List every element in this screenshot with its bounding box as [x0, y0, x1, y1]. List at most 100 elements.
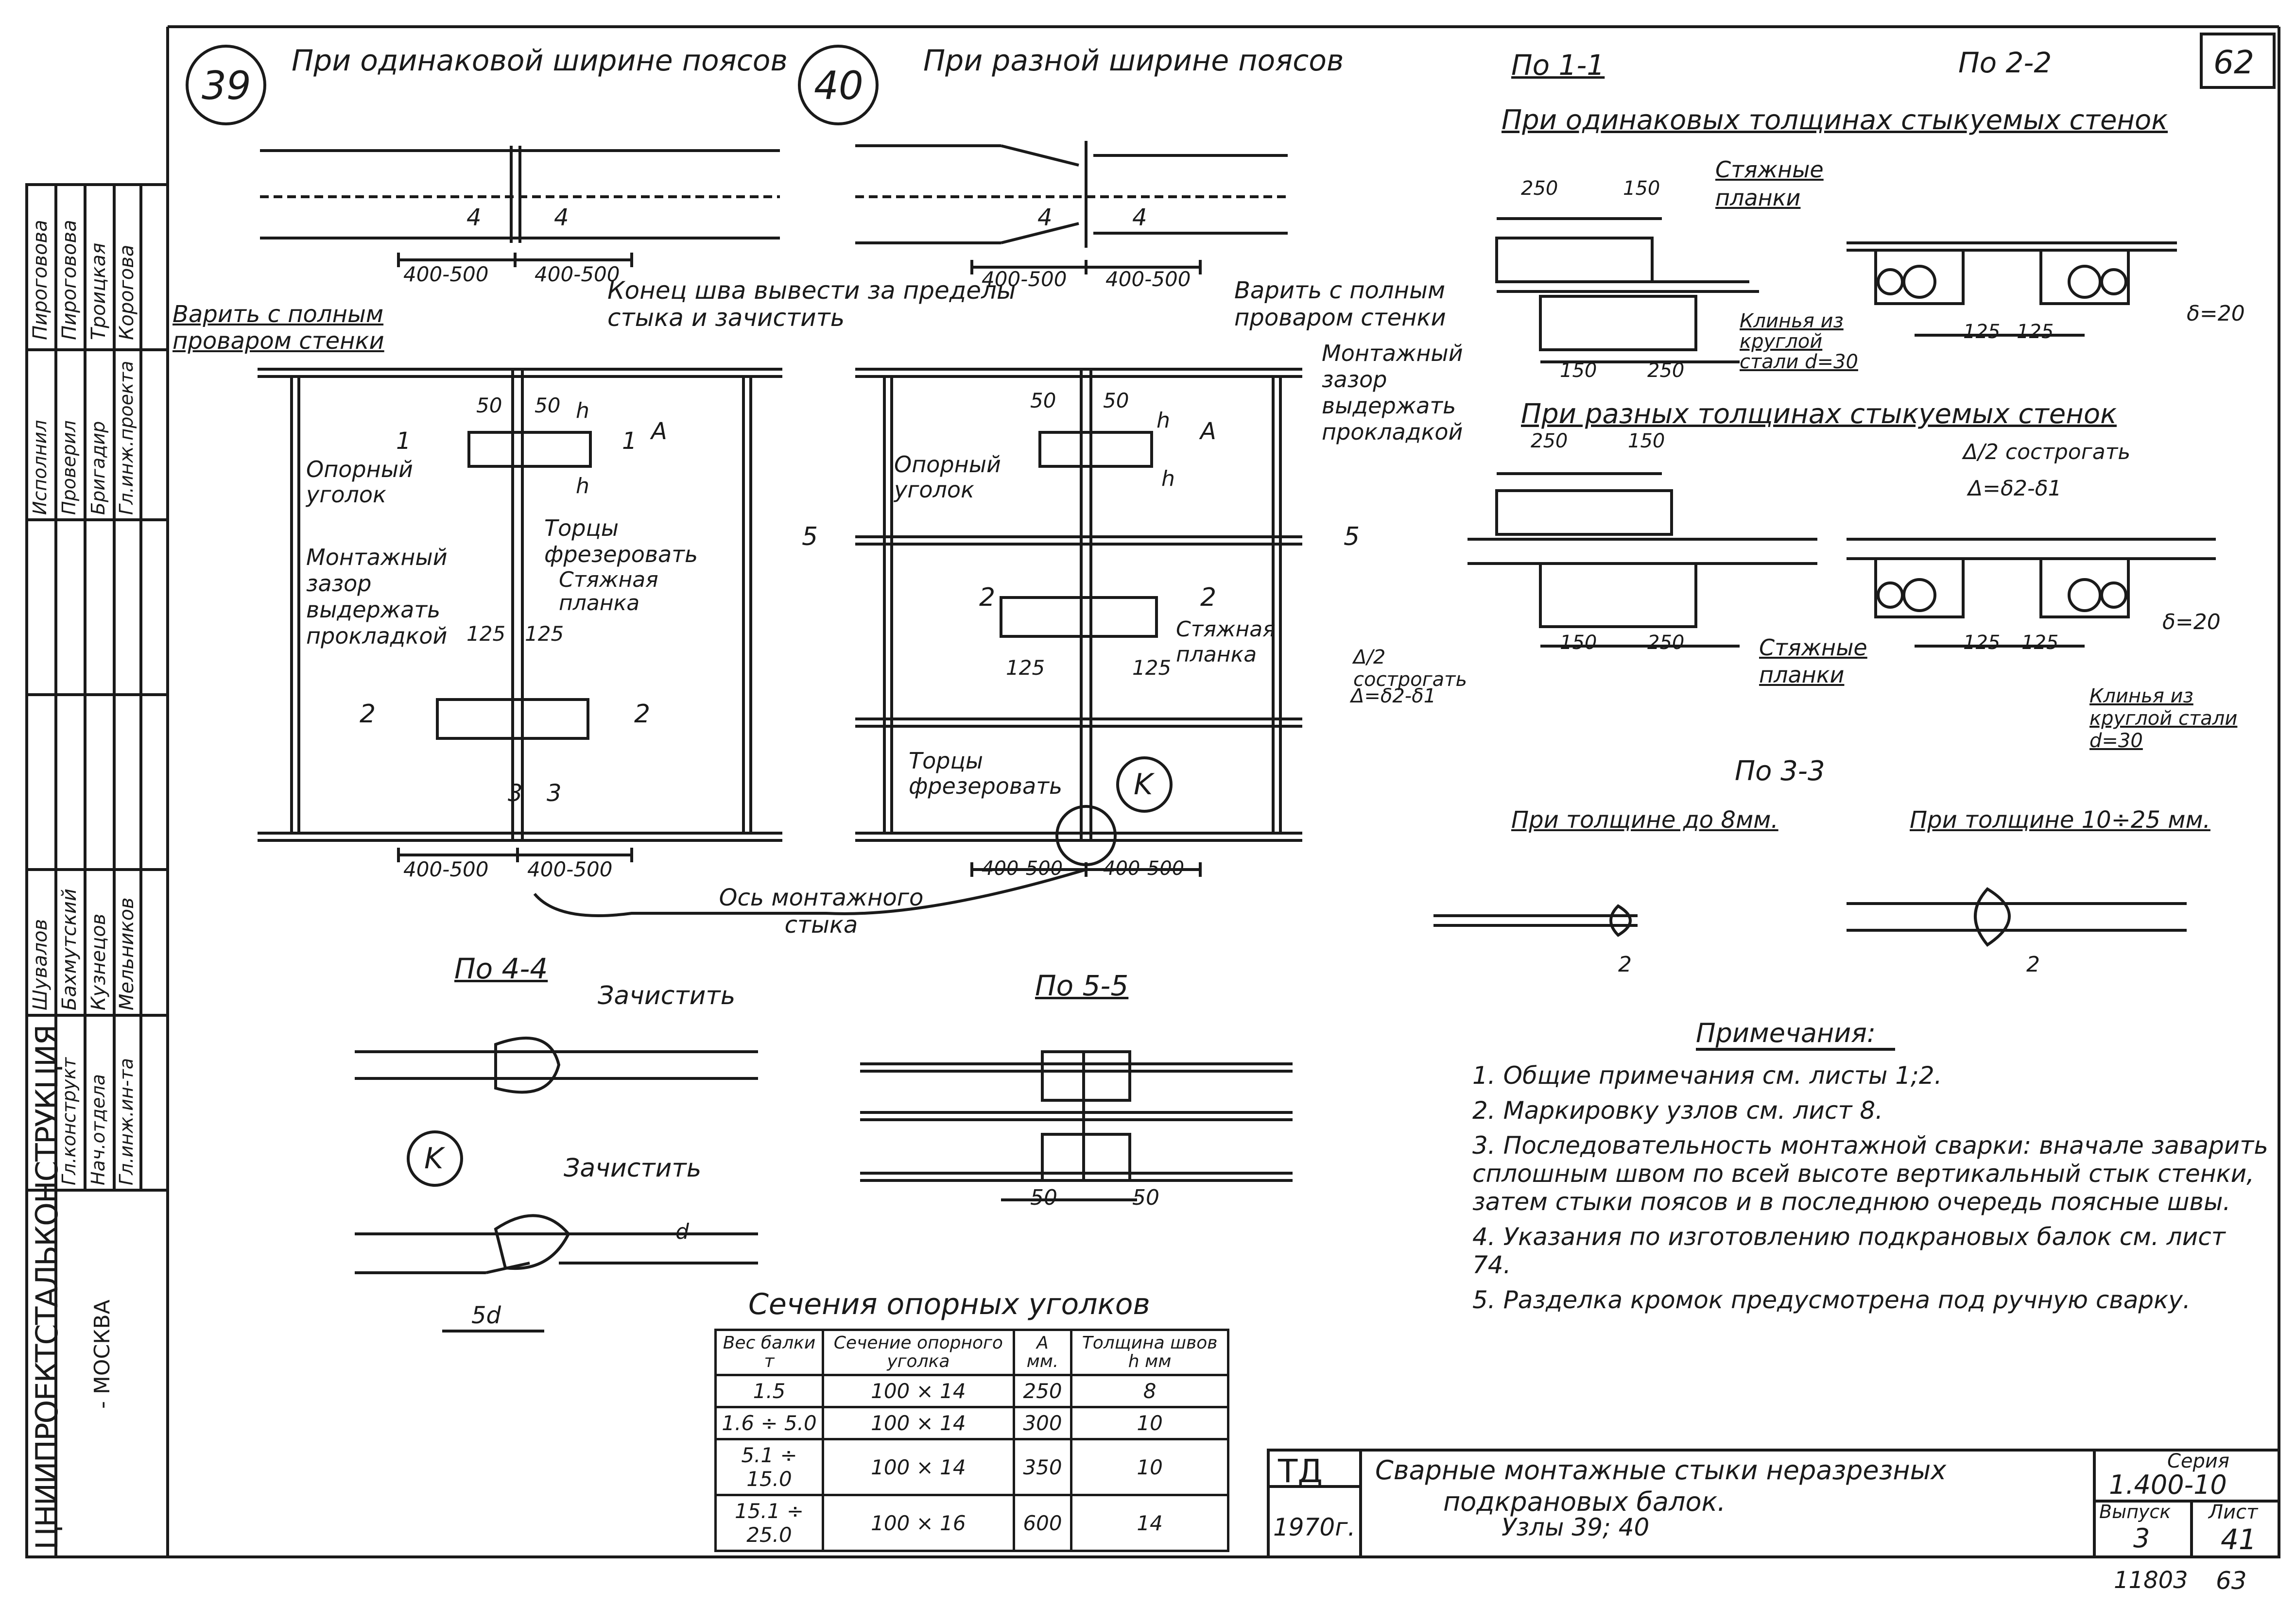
- stamp-org: ТД: [1278, 1452, 1323, 1490]
- stamp-bottom-right: 63: [2216, 1567, 2247, 1595]
- table-header: Вес балки т: [714, 1329, 824, 1376]
- sec-mark-5b: 5: [1344, 522, 1360, 551]
- note-item: 1. Общие примечания см. листы 1;2.: [1472, 1061, 1942, 1090]
- eq-dim-250b: 250: [1647, 359, 1685, 382]
- dim-125-d: 125: [1132, 656, 1172, 680]
- side-role: Гл.конструкт: [58, 1057, 80, 1185]
- sheet-number: 62: [2213, 44, 2254, 81]
- eq-dim-250a: 250: [1521, 177, 1558, 200]
- side-role: Бригадир: [87, 421, 109, 515]
- diff-dim-250a: 250: [1531, 430, 1568, 452]
- dim-400-500-f: 400-500: [1105, 267, 1191, 291]
- stamp-title-2: подкрановых балок.: [1443, 1486, 1726, 1517]
- dim-400-500-h: 400-500: [1103, 857, 1185, 880]
- label-tie-plate-right: Стяжная планка: [1176, 617, 1276, 667]
- eq-dim-150a: 150: [1623, 177, 1660, 200]
- side-name: Шувалов: [29, 919, 52, 1010]
- table-cell: 300: [1012, 1406, 1073, 1440]
- node40-title: При разной ширине поясов: [923, 44, 1344, 78]
- side-name: Кузнецов: [87, 913, 110, 1010]
- sec-mark-2c: 2: [979, 583, 996, 612]
- label-h-d: h: [1161, 466, 1175, 491]
- sec-mark-1a: 1: [396, 427, 411, 455]
- sec-mark-4a: 4: [466, 204, 482, 231]
- label-weld-full-right: Варить с полным проваром стенки: [1234, 277, 1446, 331]
- side-name: Пироговова: [58, 220, 81, 340]
- table-title: Сечения опорных уголков: [748, 1287, 1150, 1321]
- side-name: Корогова: [116, 244, 138, 340]
- section33-upto8: При толщине до 8мм.: [1511, 806, 1778, 834]
- label-weld-full-left: Варить с полным проваром стенки: [173, 301, 384, 355]
- table-cell: 100 × 14: [821, 1406, 1015, 1440]
- node39-title: При одинаковой ширине поясов: [292, 44, 788, 78]
- sec-mark-4d: 4: [1132, 204, 1147, 231]
- section44-title: По 4-4: [454, 952, 548, 985]
- section44-five-d: 5d: [471, 1302, 501, 1329]
- table-cell: 1.5: [714, 1374, 824, 1408]
- note-item: 5. Разделка кромок предусмотрена под руч…: [1472, 1286, 2191, 1314]
- sec-mark-5a: 5: [802, 522, 818, 551]
- diff-left-plane: Δ/2 сострогать: [1353, 646, 1467, 691]
- sec-mark-2d: 2: [1200, 583, 1217, 612]
- label-h-b: h: [576, 474, 589, 498]
- side-role: Нач.отдела: [87, 1074, 109, 1185]
- table-row: 1.6 ÷ 5.0 100 × 14 300 10: [714, 1406, 1229, 1440]
- diff-wedges: Клинья из круглой стали d=30: [2089, 685, 2238, 752]
- table-cell: 15.1 ÷ 25.0: [714, 1494, 824, 1552]
- diff-dim-125b: 125: [2021, 632, 2059, 654]
- side-name: Бахмутский: [58, 888, 81, 1010]
- table-cell: 8: [1070, 1374, 1229, 1408]
- label-axis-joint: Ось монтажного стыка: [719, 884, 924, 939]
- label-support-angle-right: Опорный уголок: [894, 451, 1001, 503]
- sec-mark-1b: 1: [622, 427, 637, 455]
- label-h-c: h: [1157, 408, 1170, 433]
- table-cell: 10: [1070, 1406, 1229, 1440]
- table-cell: 10: [1070, 1438, 1229, 1496]
- diff-dim-150a: 150: [1628, 430, 1665, 452]
- dim-50-b: 50: [535, 393, 561, 417]
- side-role: Проверил: [58, 420, 80, 515]
- notes-list: 1. Общие примечания см. листы 1;2. 2. Ма…: [1472, 1061, 2269, 1321]
- diff-dim-150b: 150: [1560, 632, 1597, 654]
- sec-mark-4b: 4: [554, 204, 569, 231]
- table-cell: 250: [1012, 1374, 1073, 1408]
- side-name: Пироговова: [29, 220, 52, 340]
- label-gap-left: Монтажный зазор выдержать прокладкой: [306, 544, 448, 649]
- table-row: 5.1 ÷ 15.0 100 × 14 350 10: [714, 1438, 1229, 1496]
- section33-two-a: 2: [1618, 952, 1632, 977]
- stamp-sheet: 41: [2221, 1523, 2257, 1556]
- stamp-issue: 3: [2133, 1523, 2150, 1554]
- side-role: Гл.инж.проекта: [116, 360, 137, 515]
- table-header: Сечение опорного уголка: [821, 1329, 1015, 1376]
- sec-mark-3a: 3: [508, 780, 523, 807]
- stamp-issue-label: Выпуск: [2099, 1501, 2171, 1522]
- label-gap-right: Монтажный зазор выдержать прокладкой: [1322, 340, 1463, 445]
- dim-400-500-c: 400-500: [403, 857, 489, 881]
- side-name: Троицкая: [87, 242, 110, 340]
- table-cell: 100 × 14: [821, 1374, 1015, 1408]
- stamp-series: 1.400-10: [2109, 1469, 2227, 1500]
- stamp-series-label: Серия: [2167, 1450, 2229, 1472]
- table-cell: 100 × 16: [821, 1494, 1015, 1552]
- diff-plane: Δ/2 сострогать: [1963, 440, 2131, 464]
- table-row: 15.1 ÷ 25.0 100 × 16 600 14: [714, 1494, 1229, 1552]
- stamp-bottom-left: 11803: [2114, 1567, 2188, 1594]
- section33-two-b: 2: [2026, 952, 2040, 977]
- equal-wedges: Клинья из круглой стали d=30: [1740, 310, 1858, 373]
- label-tie-plate-left: Стяжная планка: [559, 567, 658, 615]
- section33-from10: При толщине 10÷25 мм.: [1910, 806, 2210, 834]
- eq-dim-150b: 150: [1560, 359, 1597, 382]
- section55-dim-50b: 50: [1132, 1185, 1159, 1210]
- dim-400-500-d: 400-500: [527, 857, 613, 881]
- label-support-angle-left: Опорный уголок: [306, 456, 413, 508]
- node-k-label: K: [1134, 768, 1153, 802]
- stamp-sheet-label: Лист: [2209, 1501, 2258, 1523]
- sec-mark-4c: 4: [1037, 204, 1053, 231]
- table-cell: 5.1 ÷ 15.0: [714, 1438, 824, 1496]
- label-A-right: A: [1200, 418, 1216, 445]
- label-ends-mill-left: Торцы фрезеровать: [544, 515, 698, 567]
- dim-400-500-e: 400-500: [982, 267, 1067, 291]
- sec-mark-2a: 2: [360, 700, 376, 729]
- section33-title: По 3-3: [1735, 755, 1825, 787]
